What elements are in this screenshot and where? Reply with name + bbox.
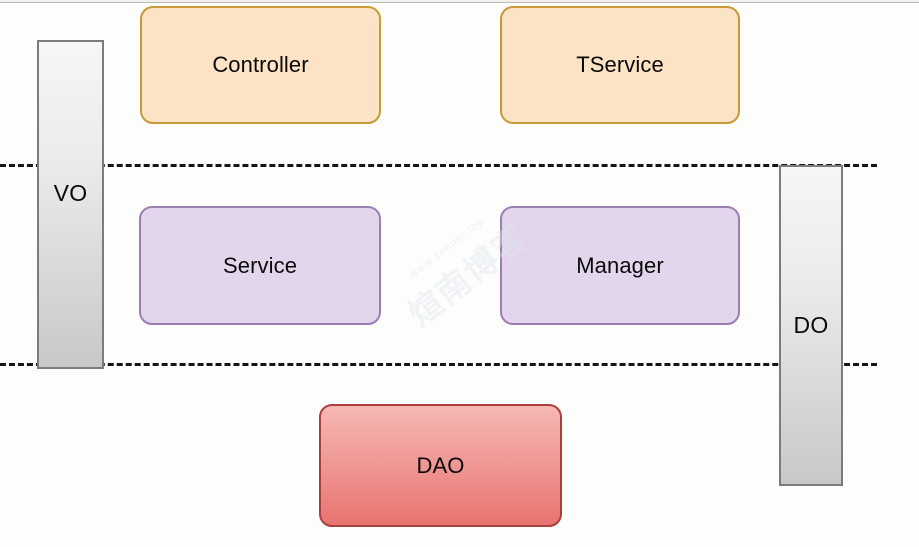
- node-service-label: Service: [222, 252, 298, 278]
- node-tservice-label: TService: [576, 52, 664, 77]
- node-controller-label: Controller: [212, 52, 309, 77]
- page-edge-rule: [0, 0, 919, 3]
- node-dao-label: DAO: [416, 452, 465, 478]
- node-manager-label: Manager: [576, 252, 664, 278]
- node-controller[interactable]: Controller: [140, 6, 381, 124]
- object-bar-vo-label: VO: [53, 180, 88, 206]
- node-tservice[interactable]: TService: [500, 6, 740, 124]
- object-bar-do-label: DO: [793, 312, 829, 338]
- object-bar-do[interactable]: DO: [779, 165, 843, 486]
- layer-divider-web-service: [0, 164, 877, 167]
- watermark-url: www.zender.top: [406, 214, 487, 281]
- node-manager[interactable]: Manager: [500, 206, 740, 325]
- node-dao[interactable]: DAO: [319, 404, 562, 527]
- layer-divider-service-persistence: [0, 363, 877, 366]
- node-service[interactable]: Service: [139, 206, 381, 325]
- object-bar-vo[interactable]: VO: [37, 40, 104, 369]
